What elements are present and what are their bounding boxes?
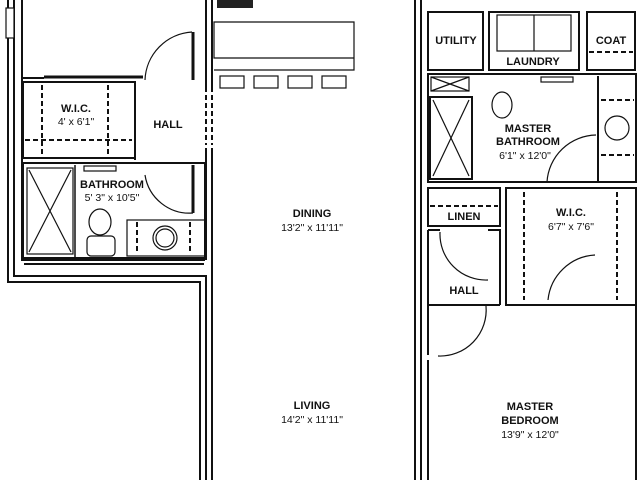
wic-right-label: W.I.C.: [556, 207, 586, 219]
walls-right: [427, 11, 637, 480]
hall-left-label: HALL: [153, 119, 183, 131]
toilet-icon: [88, 208, 112, 236]
bathroom-size: 5' 3" x 10'5": [85, 192, 140, 204]
hall-right-label: HALL: [449, 285, 479, 297]
dining-label: DINING: [293, 208, 332, 220]
walls-left: [5, 0, 207, 480]
utility-label: UTILITY: [435, 35, 477, 47]
wic-left-size: 4' x 6'1": [58, 116, 95, 128]
laundry-label: LAUNDRY: [506, 56, 560, 68]
walls-center: [205, 0, 422, 480]
master-bathroom-size: 6'1" x 12'0": [499, 150, 551, 162]
master-bathroom-label-2: BATHROOM: [496, 136, 560, 148]
wic-left-label: W.I.C.: [61, 103, 91, 115]
linen-label: LINEN: [448, 211, 481, 223]
master-bedroom-label-1: MASTER: [507, 401, 554, 413]
master-bedroom-size: 13'9" x 12'0": [501, 429, 559, 441]
living-size: 14'2" x 11'11": [281, 414, 343, 426]
bathroom-label: BATHROOM: [80, 179, 144, 191]
master-bedroom-label-2: BEDROOM: [501, 415, 558, 427]
coat-label: COAT: [596, 35, 627, 47]
bar-stools: [219, 75, 347, 89]
master-bathroom-label-1: MASTER: [505, 123, 552, 135]
living-label: LIVING: [294, 400, 331, 412]
wic-right-size: 6'7" x 7'6": [548, 221, 594, 233]
dining-size: 13'2" x 11'11": [281, 222, 343, 234]
